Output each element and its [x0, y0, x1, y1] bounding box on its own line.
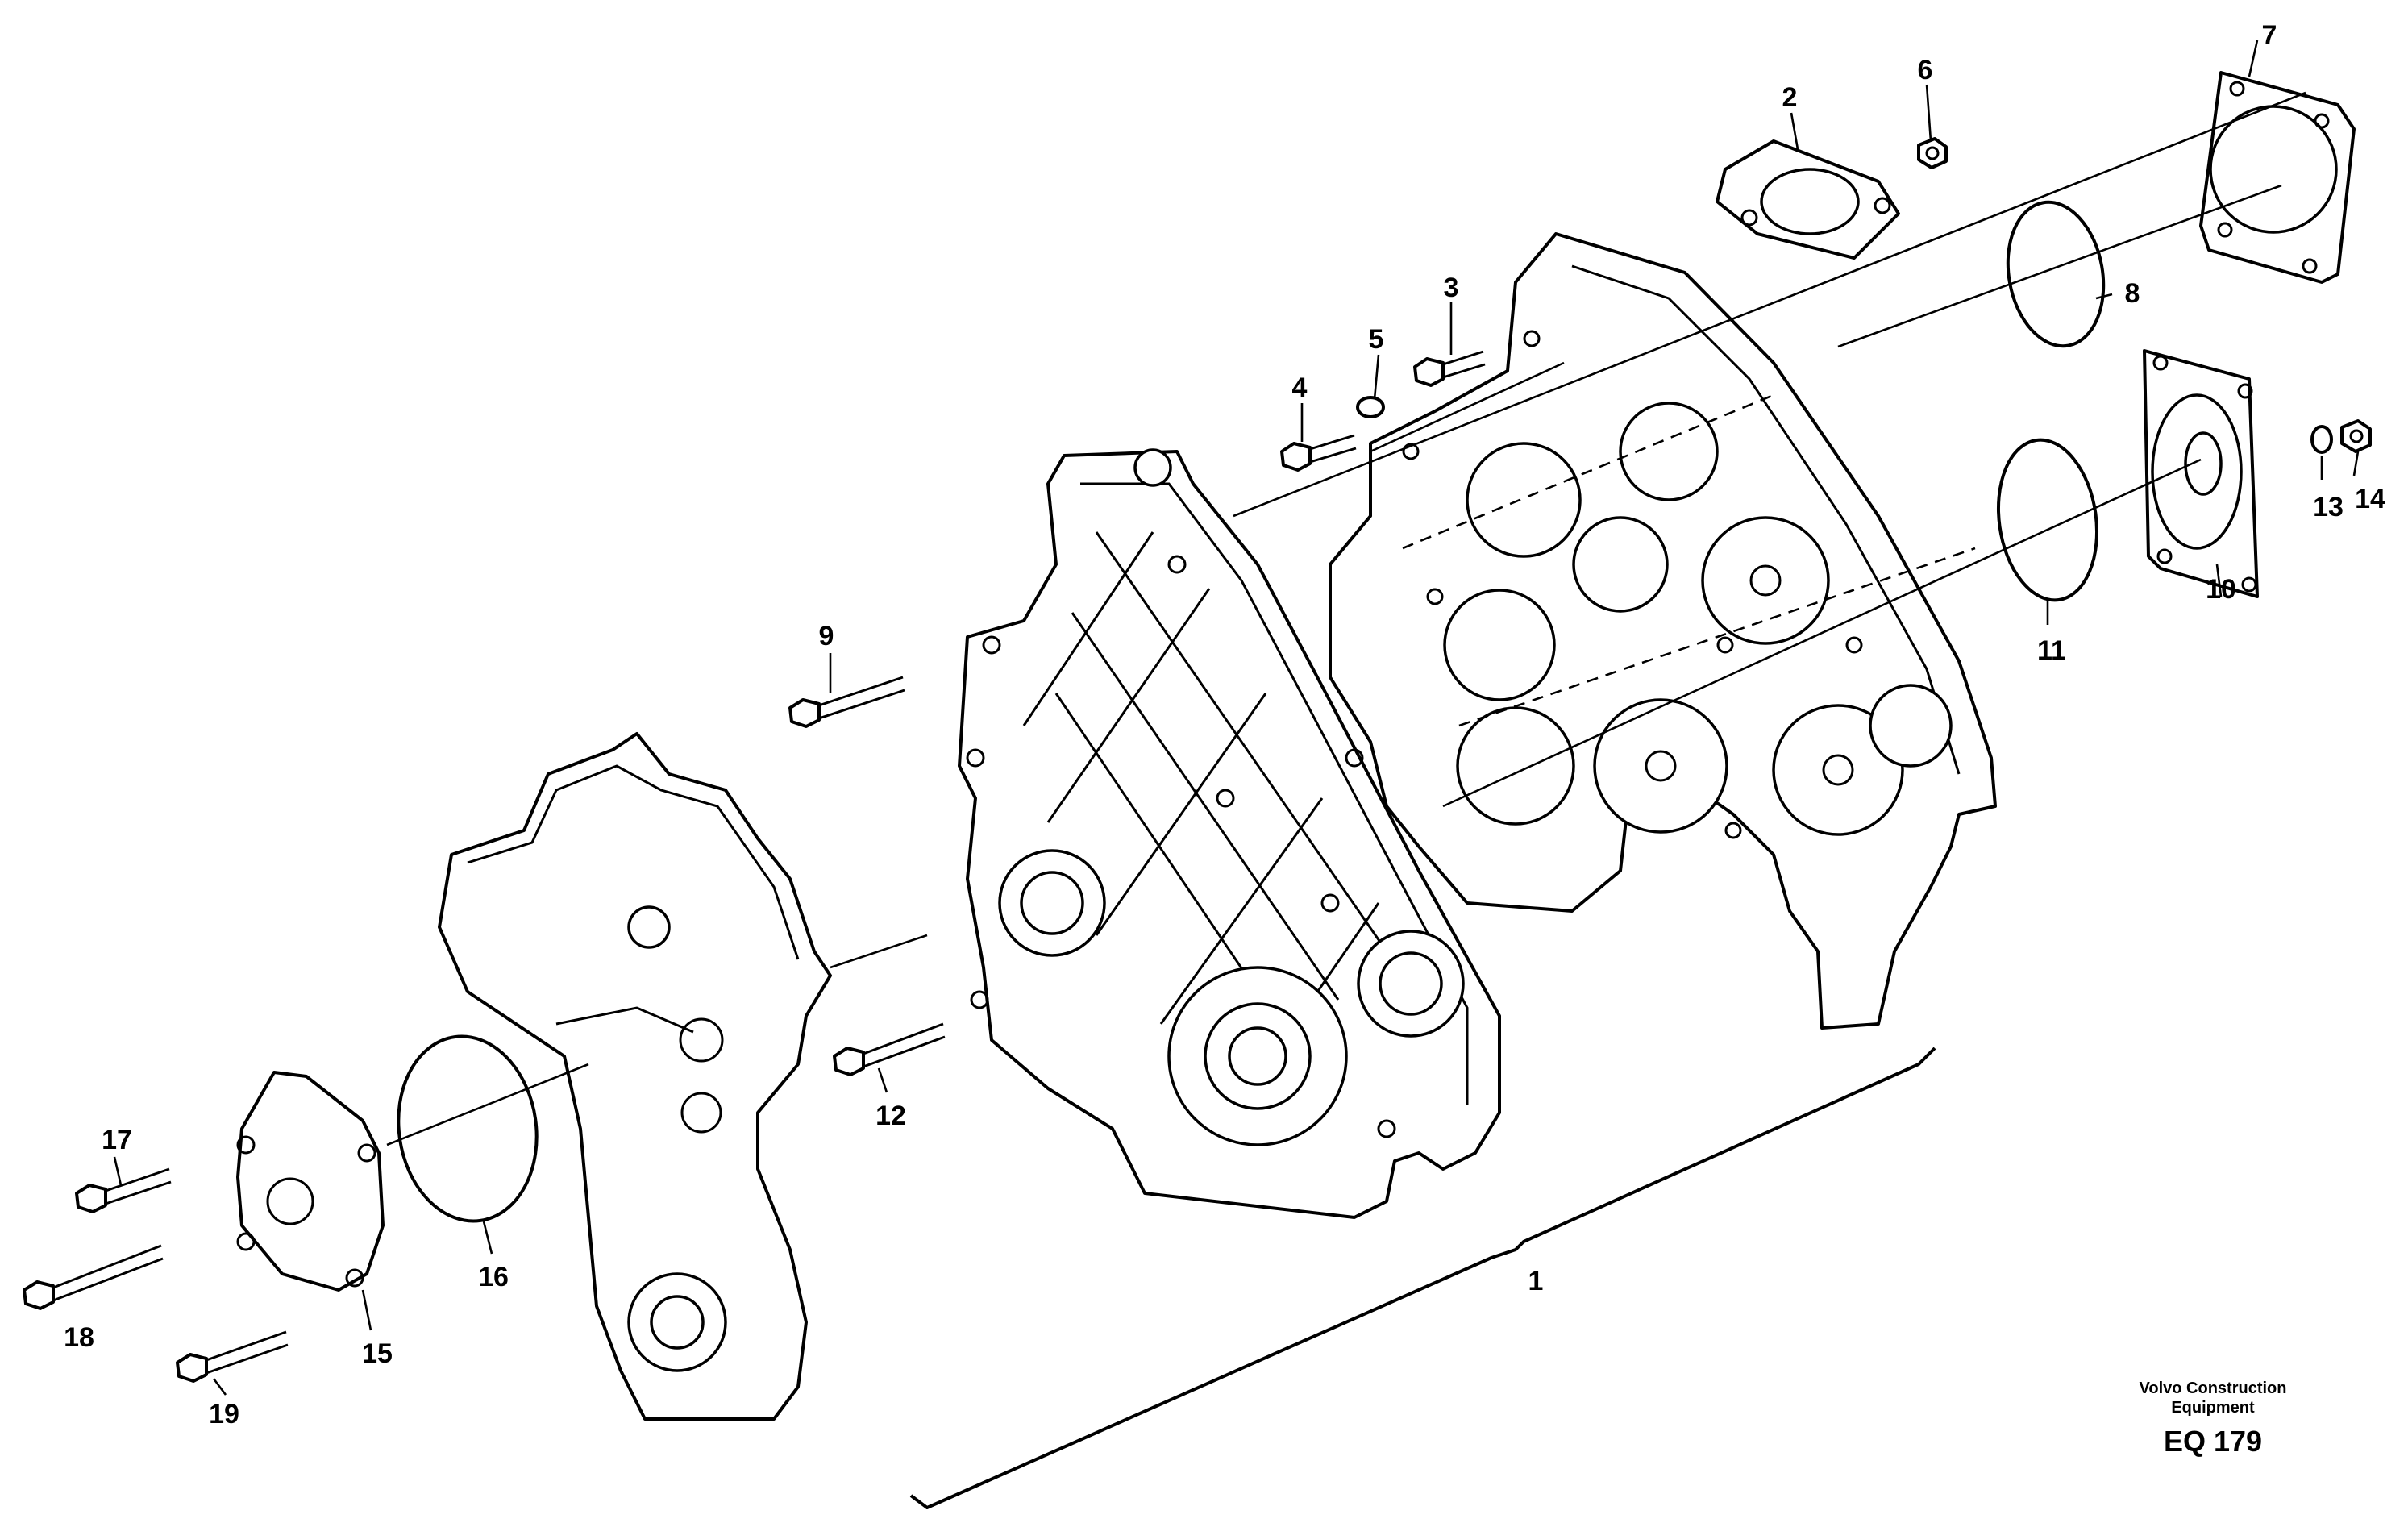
part-14-nut [2340, 419, 2372, 453]
part-16-o-ring [397, 1034, 539, 1223]
callout-10: 10 [2206, 574, 2236, 605]
brand-line-2: Equipment [2171, 1399, 2255, 1417]
part-8-o-ring [2006, 200, 2106, 348]
plate-bore-4 [1619, 402, 1719, 501]
brand-block: Volvo Construction Equipment EQ 179 [2140, 1379, 2287, 1458]
part-9-bolt [788, 676, 905, 728]
part-13-washer [2310, 425, 2333, 454]
part-6-nut [1917, 137, 1948, 169]
part-12-bolt [833, 1022, 946, 1076]
callout-15: 15 [362, 1338, 393, 1369]
part-10-seal-housing [2143, 349, 2259, 598]
plate-bore-2 [1443, 589, 1556, 701]
callout-3: 3 [1444, 273, 1459, 303]
top-port [1133, 448, 1172, 487]
part-17-bolt [75, 1167, 172, 1213]
callout-14: 14 [2355, 484, 2385, 514]
callout-16: 16 [478, 1262, 509, 1292]
plate-bore-3 [1456, 706, 1575, 826]
cover-gasket [438, 732, 832, 1421]
callout-19: 19 [209, 1399, 239, 1429]
part-19-bolt [176, 1330, 289, 1383]
callout-4: 4 [1292, 372, 1308, 403]
part-15-cover-plate [236, 1071, 385, 1292]
callout-1: 1 [1528, 1266, 1544, 1296]
part-18-bolt [23, 1244, 164, 1310]
callout-12: 12 [875, 1101, 906, 1131]
part-5-washer [1356, 396, 1385, 418]
callout-9: 9 [819, 621, 834, 651]
callout-8: 8 [2125, 278, 2140, 309]
assembly-bracket [909, 1047, 1936, 1509]
plate-gear-hub-1 [1701, 516, 1830, 645]
timing-cover [958, 448, 1501, 1219]
plate-bore-1 [1466, 442, 1582, 558]
drawing-code: EQ 179 [2164, 1425, 2262, 1458]
callout-7: 7 [2262, 20, 2277, 51]
callout-6: 6 [1918, 55, 1933, 85]
callout-2: 2 [1782, 82, 1798, 113]
assembly-axis-lines [386, 91, 2306, 1146]
cover-lattice-ribs [1022, 531, 1388, 1033]
callout-11: 11 [2037, 635, 2066, 666]
plate-gear-hub-3 [1772, 704, 1904, 836]
callout-18: 18 [64, 1322, 94, 1353]
callout-13: 13 [2313, 492, 2344, 522]
part-4-bolt [1280, 434, 1357, 472]
callout-leaders [113, 40, 2360, 1396]
brand-line-1: Volvo Construction [2140, 1379, 2287, 1397]
plate-gear-hub-2 [1593, 698, 1728, 834]
plate-bore-6 [1869, 684, 1953, 768]
callout-17: 17 [102, 1125, 132, 1155]
rear-timing-plate [1329, 232, 1997, 1030]
part-2-flange [1716, 139, 1900, 260]
gasket-hole-1 [627, 905, 671, 949]
plate-bore-5 [1572, 516, 1669, 613]
callout-5: 5 [1369, 324, 1384, 355]
part-3-bolt [1413, 350, 1486, 387]
part-11-o-ring [1996, 438, 2099, 602]
callout-labels: 1 2 3 4 5 6 7 8 9 10 11 12 13 14 15 16 1… [64, 20, 2385, 1429]
